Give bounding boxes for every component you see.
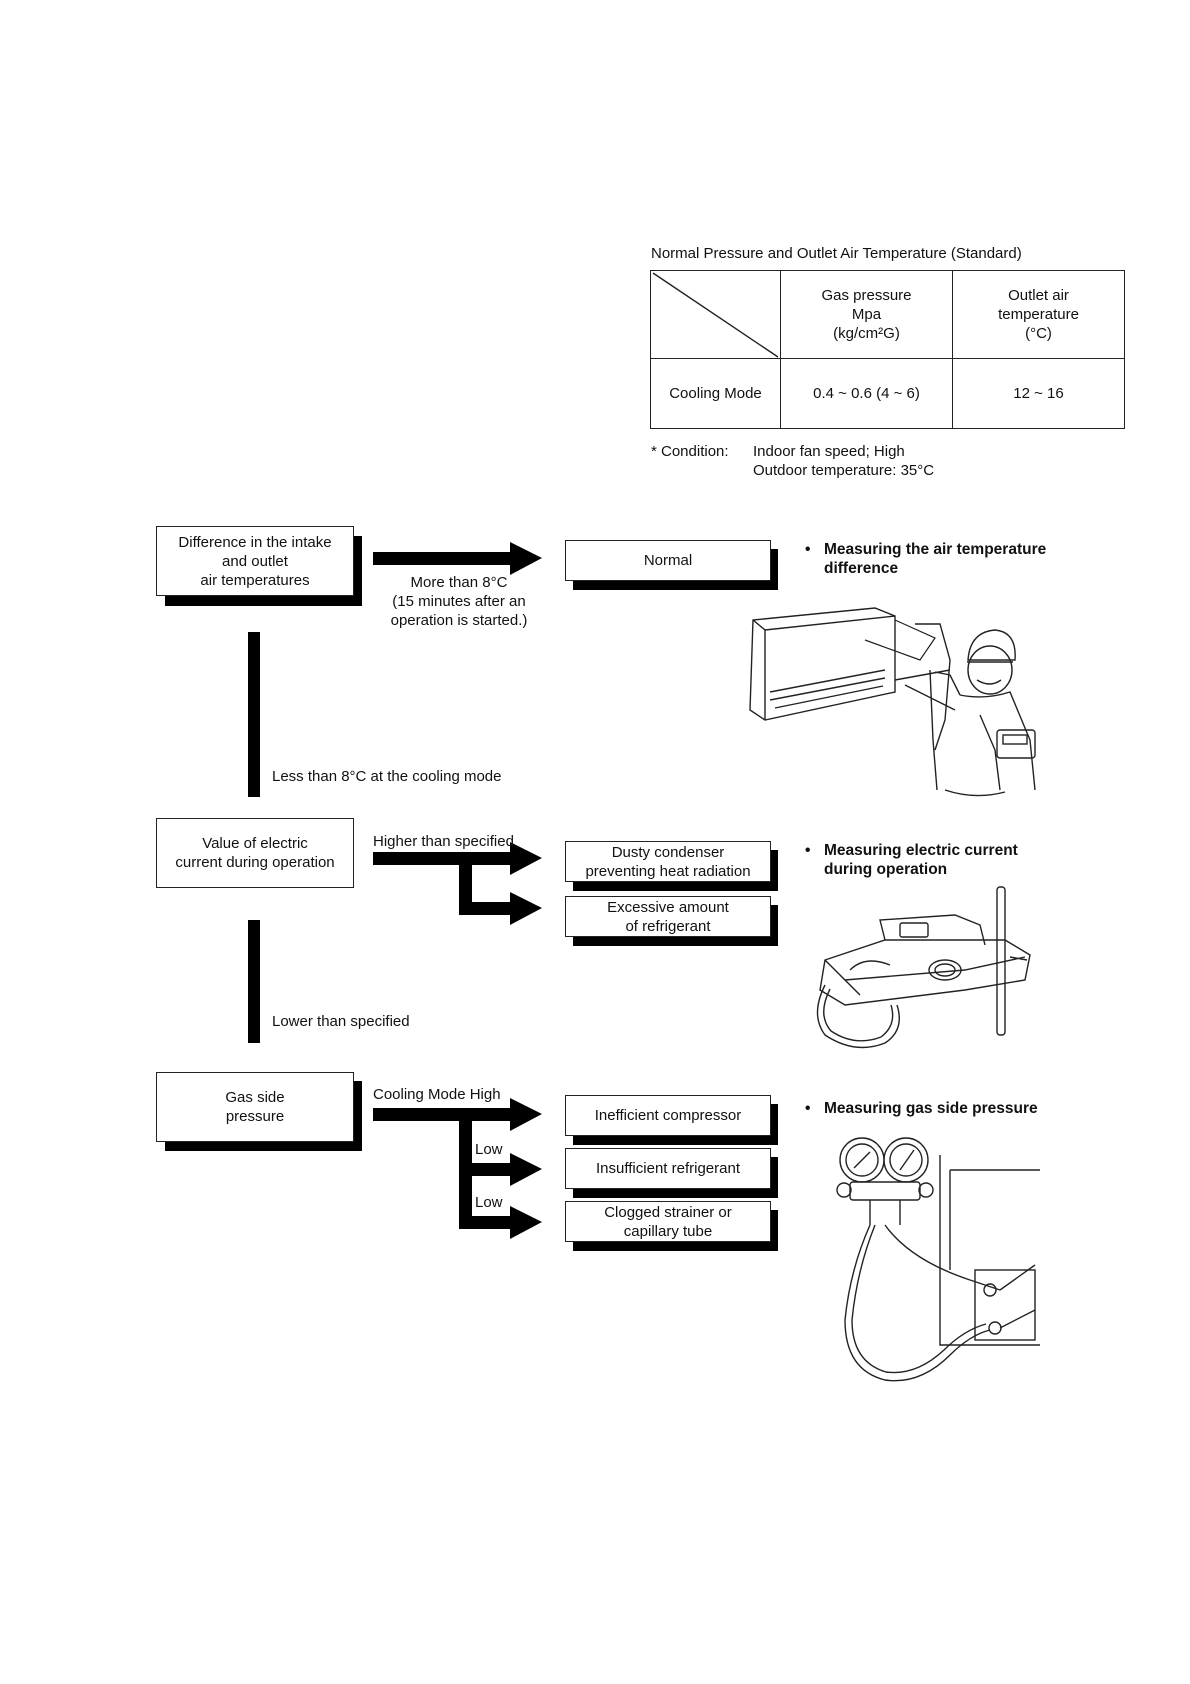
bullet-dot: • [805, 842, 811, 859]
bullet-dot: • [805, 541, 811, 558]
result-insufficient-refrigerant: Insufficient refrigerant [565, 1148, 771, 1189]
arrow-step2b-head [510, 892, 542, 925]
step2-line2: current during operation [175, 854, 335, 871]
header-gas-pressure: Gas pressure Mpa (kg/cm²G) [780, 270, 953, 359]
arrow-step3c-shaft [459, 1216, 513, 1229]
arrow-step2-shaft [373, 852, 513, 865]
row-label-cooling: Cooling Mode [650, 358, 781, 429]
step1-arrow-label-line2: (15 minutes after an [392, 593, 526, 610]
arrow-step1-head [510, 542, 542, 575]
manifold-gauge-illustration [836, 1137, 1040, 1382]
bullet-dot: • [805, 1100, 811, 1117]
step1-arrow-label: More than 8°C (15 minutes after an opera… [384, 573, 534, 630]
arrow-step2-head [510, 842, 542, 875]
clamp-meter-illustration [816, 886, 1031, 1049]
header-outlet-line2: temperature [998, 306, 1079, 323]
header-gas-line2: Mpa [851, 306, 882, 323]
result-inefficient-compressor: Inefficient compressor [565, 1095, 771, 1136]
result-excess-line2: of refrigerant [625, 917, 711, 935]
step3-box: Gas side pressure [156, 1072, 354, 1142]
condition-line1: Indoor fan speed; High [753, 443, 905, 460]
result-excess-line1: Excessive amount [607, 898, 729, 916]
arrow-step3b-shaft [459, 1163, 513, 1176]
step1-arrow-label-line3: operation is started.) [390, 612, 528, 629]
technician-ac-illustration [749, 607, 1036, 797]
step1-box: Difference in the intake and outlet air … [156, 526, 354, 596]
step1-arrow-label-line1: More than 8°C [410, 574, 508, 591]
vertical-connector-2 [248, 920, 260, 1043]
step3-line2: pressure [225, 1108, 285, 1125]
step3-arrow-label-low2: Low [475, 1194, 503, 1211]
bullet-air-temp-line1: Measuring the air temperature [824, 541, 1047, 558]
header-gas-line3: (kg/cm²G) [833, 325, 900, 342]
step2-down-label: Lower than specified [272, 1013, 410, 1030]
condition-label: * Condition: [651, 443, 729, 460]
table-corner-cell [650, 270, 781, 359]
bullet-current-line2: during operation [824, 861, 948, 878]
arrow-step3-shaft [373, 1108, 513, 1121]
step2-line1: Value of electric [202, 835, 308, 852]
result-clogged-strainer: Clogged strainer or capillary tube [565, 1201, 771, 1242]
step3-arrow-label-low1: Low [475, 1141, 503, 1158]
header-outlet-line3: (°C) [1025, 325, 1052, 342]
header-gas-line1: Gas pressure [821, 287, 912, 304]
step3-arrow-label-high: Cooling Mode High [373, 1086, 501, 1103]
header-outlet-line1: Outlet air [1008, 287, 1069, 304]
arrow-step3-head [510, 1098, 542, 1131]
step2-box: Value of electric current during operati… [156, 818, 354, 888]
bullet-gas-line1: Measuring gas side pressure [824, 1100, 1038, 1117]
result-normal: Normal [565, 540, 771, 581]
step1-line2: and outlet [222, 552, 288, 570]
step1-line3: air temperatures [200, 571, 310, 589]
result-dusty-condenser: Dusty condenser preventing heat radiatio… [565, 841, 771, 882]
arrow-step2b-shaft [459, 902, 513, 915]
bullet-electric-current: • Measuring electric current during oper… [805, 841, 1018, 879]
condition-line2: Outdoor temperature: 35°C [753, 462, 935, 479]
step1-line1: Difference in the intake [178, 533, 332, 551]
bullet-air-temp-line2: difference [824, 560, 899, 577]
bullet-gas-pressure: • Measuring gas side pressure [805, 1099, 1038, 1118]
bullet-air-temp: • Measuring the air temperature differen… [805, 540, 1047, 578]
branch-step2-vertical [459, 852, 472, 914]
step3-line1: Gas side [225, 1089, 285, 1106]
header-outlet-temp: Outlet air temperature (°C) [952, 270, 1125, 359]
step1-down-label: Less than 8°C at the cooling mode [272, 768, 502, 785]
cell-gas-pressure: 0.4 ~ 0.6 (4 ~ 6) [780, 358, 953, 429]
vertical-connector-1 [248, 632, 260, 797]
step2-arrow-label: Higher than specified [373, 833, 514, 850]
arrow-step3b-head [510, 1153, 542, 1186]
result-dusty-line2: preventing heat radiation [585, 862, 751, 880]
cell-outlet-temp: 12 ~ 16 [952, 358, 1125, 429]
arrow-step1-shaft [373, 552, 513, 565]
diagonal-line [652, 272, 779, 358]
result-dusty-line1: Dusty condenser [611, 843, 725, 861]
arrow-step3c-head [510, 1206, 542, 1239]
standard-table: Gas pressure Mpa (kg/cm²G) Outlet air te… [650, 270, 1125, 429]
table-title: Normal Pressure and Outlet Air Temperatu… [651, 245, 1022, 262]
bullet-current-line1: Measuring electric current [824, 842, 1018, 859]
result-clogged-line1: Clogged strainer or [604, 1203, 732, 1221]
result-clogged-line2: capillary tube [623, 1222, 713, 1240]
result-excess-refrigerant: Excessive amount of refrigerant [565, 896, 771, 937]
